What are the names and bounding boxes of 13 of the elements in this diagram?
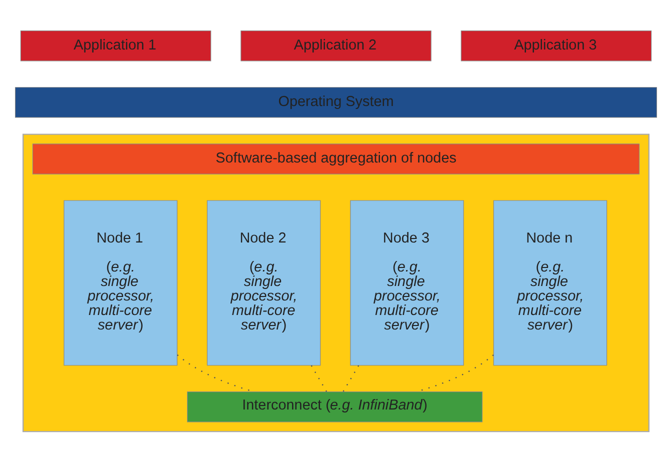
node-box: Operating System	[14, 86, 658, 118]
connector	[342, 364, 360, 392]
node-box: Interconnect (e.g. InfiniBand)	[187, 391, 483, 422]
node-box: Application 2	[240, 30, 432, 61]
node-box: Node 3 (e.g. single processor, multi-core server)	[350, 200, 464, 366]
connector	[310, 364, 328, 392]
cluster	[22, 133, 650, 432]
node-box: Application 3	[460, 30, 652, 61]
node-box: Software-based aggregation of nodes	[32, 143, 640, 174]
node-box: Node n (e.g. single processor, multi-core server)	[493, 200, 608, 366]
node-box: Application 1	[20, 30, 212, 61]
node-box: Node 1 (e.g. single processor, multi-core server)	[64, 200, 178, 366]
node-box: Node 2 (e.g. single processor, multi-core server)	[206, 200, 321, 366]
